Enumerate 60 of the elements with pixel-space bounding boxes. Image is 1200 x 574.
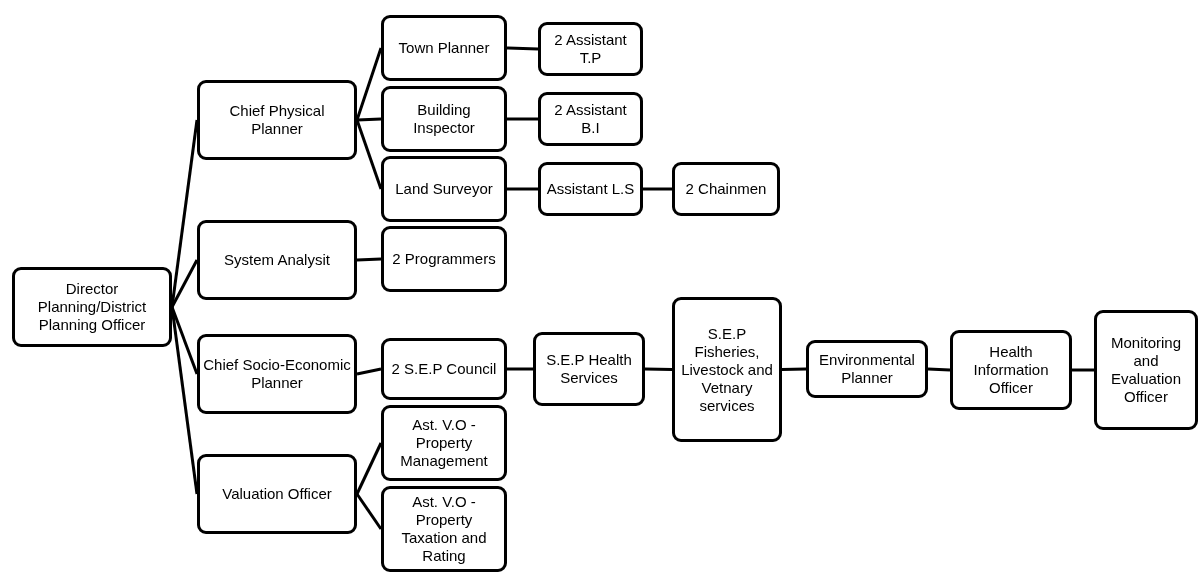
role-box [381, 15, 507, 81]
role-title: Chief Socio-Economic Planner [202, 356, 352, 392]
connector-line [644, 367, 673, 371]
role-title: 2 Chainmen [685, 180, 767, 198]
role-box [950, 330, 1072, 410]
role-box [538, 92, 643, 146]
connector-line [170, 306, 199, 495]
role-box [197, 334, 357, 414]
role-title: Ast. V.O - Property Taxation and Rating [400, 493, 488, 565]
role-box [381, 405, 507, 481]
role-box [381, 156, 507, 222]
role-box [381, 86, 507, 152]
role-box [381, 338, 507, 400]
role-title: Valuation Officer [222, 485, 332, 503]
connector-line [781, 367, 807, 371]
role-title: 2 Programmers [392, 250, 496, 268]
role-title: 2 Assistant T.P [553, 31, 628, 67]
role-title: Land Surveyor [395, 180, 493, 198]
role-title: 2 Assistant B.I [553, 101, 628, 137]
role-title: Assistant L.S [546, 180, 635, 198]
role-title: System Analysit [224, 251, 330, 269]
connector-line [1072, 368, 1094, 372]
connector-line [170, 259, 199, 308]
connector-line [507, 187, 538, 191]
role-box [12, 267, 172, 347]
role-box [1094, 310, 1198, 430]
role-box [538, 162, 643, 216]
connector-line [355, 442, 383, 495]
connector-line [506, 46, 539, 51]
connector-line [356, 117, 382, 122]
role-box [806, 340, 928, 398]
role-title: Health Information Officer [972, 343, 1050, 397]
role-box [197, 80, 357, 160]
role-title: Building Inspector [412, 101, 476, 137]
connector-line [507, 367, 533, 371]
role-title: S.E.P Health Services [545, 351, 633, 387]
role-title: Ast. V.O - Property Management [399, 416, 489, 470]
role-title: Chief Physical Planner [228, 102, 326, 138]
role-box [197, 220, 357, 300]
role-box [381, 486, 507, 572]
role-box [197, 454, 357, 534]
role-box [672, 162, 780, 216]
connector-line [355, 493, 383, 530]
connector-line [355, 119, 383, 190]
role-title: 2 S.E.P Council [391, 360, 497, 378]
role-box [381, 226, 507, 292]
role-title: Environmental Planner [818, 351, 916, 387]
connector-line [927, 367, 951, 372]
role-title: S.E.P Fisheries, Livestock and Vetnary services [680, 324, 774, 415]
connector-line [356, 367, 382, 376]
role-box [538, 22, 643, 76]
connector-line [355, 47, 383, 121]
role-title: Director Planning/District Planning Officer [36, 280, 148, 334]
role-box [533, 332, 645, 406]
role-title: Town Planner [398, 39, 490, 57]
role-title: Monitoring and Evaluation Officer [1109, 334, 1183, 406]
connector-line [356, 257, 382, 262]
connector-line [507, 117, 538, 121]
role-box [672, 297, 782, 442]
connector-line [643, 187, 672, 191]
